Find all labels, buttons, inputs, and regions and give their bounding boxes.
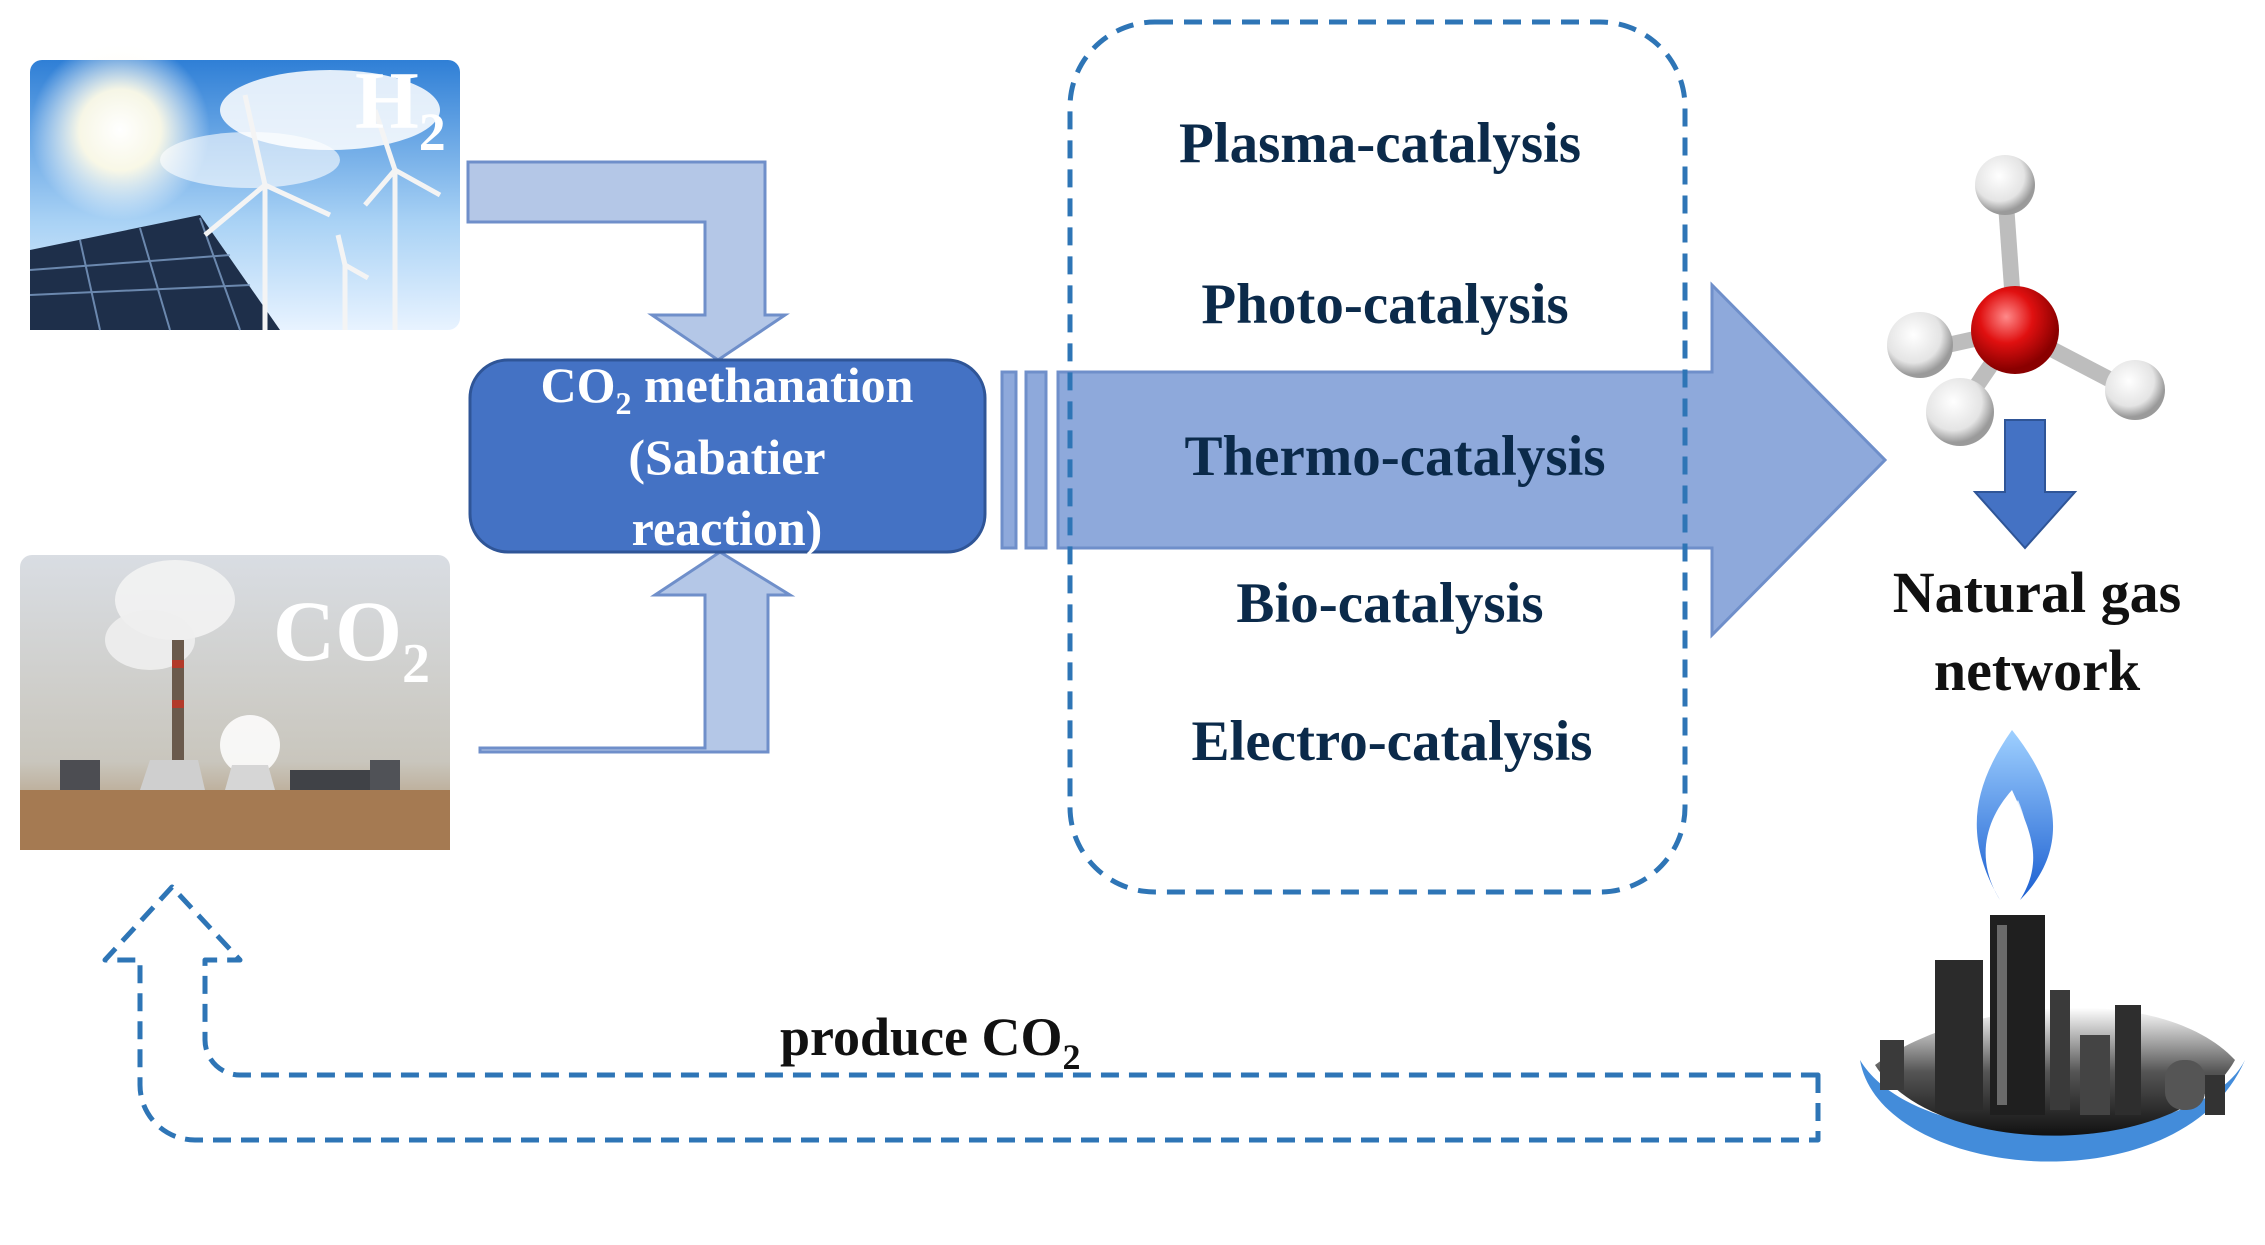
method-bio: Bio-catalysis	[1236, 572, 1543, 635]
co2-label: CO	[273, 583, 402, 679]
solar-wind-photo: H2	[29, 40, 460, 331]
methanation-sub: 2	[616, 385, 632, 421]
svg-text:H2: H2	[355, 55, 446, 162]
co2-feed-arrow	[478, 550, 796, 754]
svg-text:produce CO2: produce CO2	[780, 1007, 1081, 1077]
methanation-line2: (Sabatier	[628, 429, 825, 485]
method-plasma: Plasma-catalysis	[1179, 112, 1581, 175]
recycle-arrow	[102, 884, 1821, 1143]
co2-subscript: 2	[402, 633, 430, 695]
h2-label: H	[355, 55, 419, 146]
main-flow-arrow	[1056, 281, 1888, 639]
flow-bar-2	[1024, 370, 1048, 550]
flow-bar-1	[1000, 370, 1018, 550]
svg-text:CO2: CO2	[273, 583, 430, 695]
svg-text:CO2 methanation: CO2 methanation	[541, 357, 914, 421]
output-line2: network	[1934, 638, 2141, 703]
h2-feed-arrow	[466, 160, 790, 362]
h2-subscript: 2	[419, 102, 446, 162]
methane-molecule-icon	[1887, 155, 2165, 446]
output-line1: Natural gas	[1893, 560, 2181, 625]
methanation-rest: methanation	[632, 357, 914, 413]
method-thermo: Thermo-catalysis	[1184, 425, 1605, 488]
down-arrow	[1972, 419, 2078, 550]
methanation-box: CO2 methanation (Sabatier reaction)	[468, 357, 987, 556]
method-photo: Photo-catalysis	[1201, 273, 1568, 336]
catalysis-methods-list: Plasma-catalysis Photo-catalysis Thermo-…	[1179, 112, 1606, 773]
recycle-label: produce CO	[780, 1007, 1063, 1067]
power-plant-photo: CO2	[20, 555, 450, 850]
methanation-co: CO	[541, 357, 616, 413]
refinery-icon	[1860, 915, 2245, 1162]
methanation-line3: reaction)	[632, 500, 823, 556]
method-electro: Electro-catalysis	[1191, 710, 1592, 773]
recycle-label-sub: 2	[1063, 1037, 1081, 1077]
flame-icon	[1976, 730, 2054, 900]
catalysis-methods-box	[1067, 19, 1688, 895]
